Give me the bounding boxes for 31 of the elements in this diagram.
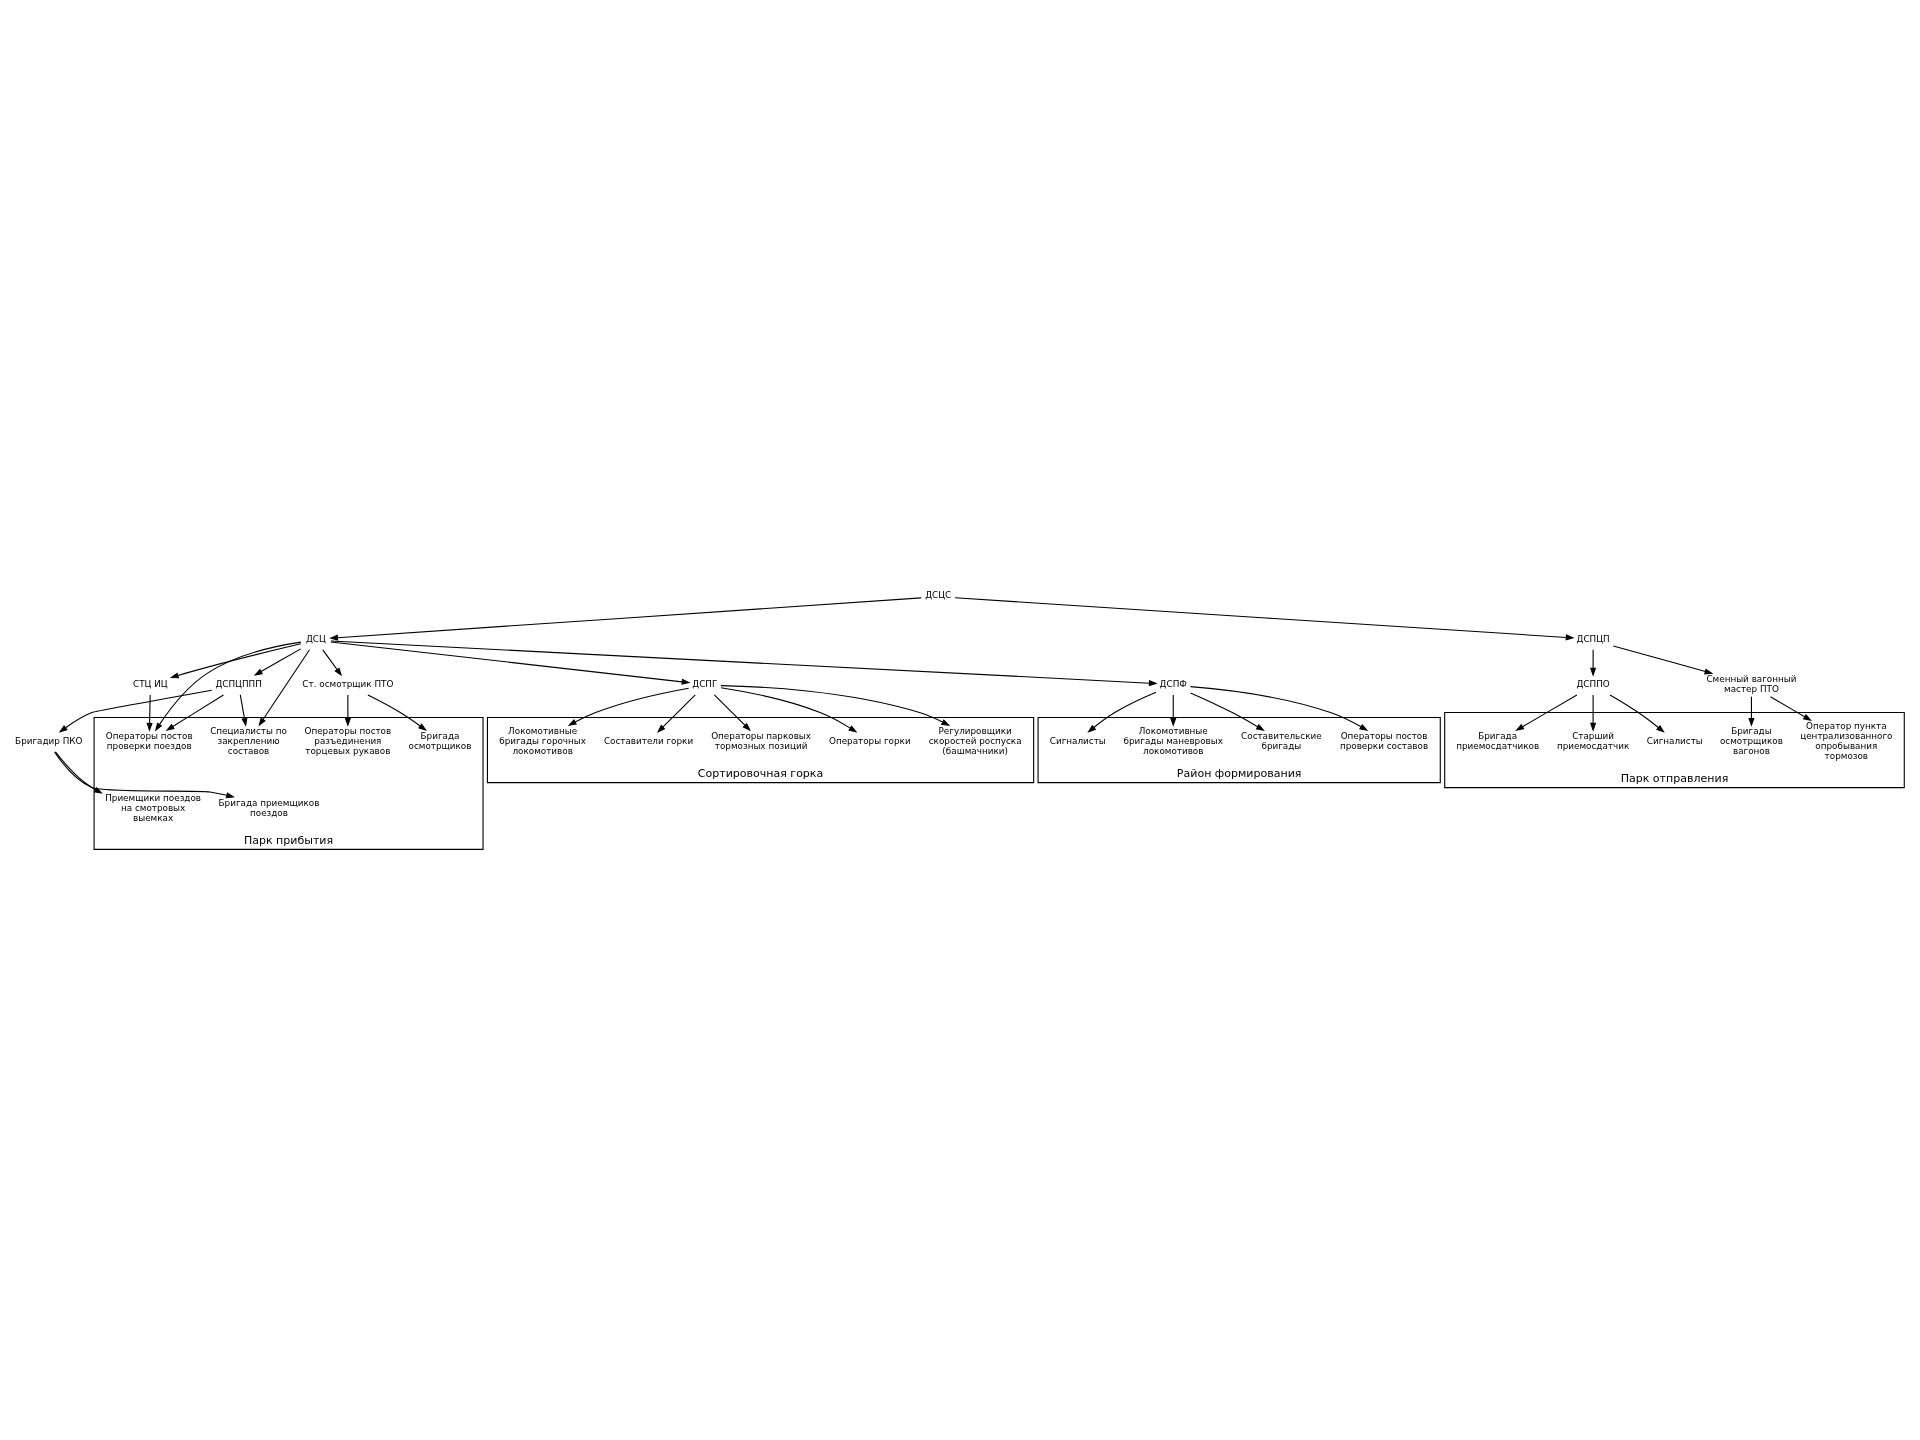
node-text: ДСППО [1576, 679, 1610, 690]
node-text: Составители горки [603, 735, 694, 746]
node-text: СТЦ ИЦ [133, 679, 168, 690]
node-text: Регулировщики скоростей роспуска (башмачники) [928, 725, 1022, 756]
node-text: Оператор пункта централизованного опробывания тормозов [1800, 720, 1893, 761]
node-text: Операторы постов проверки составов [1339, 730, 1429, 751]
node-text: Операторы постов проверки поездов [105, 730, 193, 751]
node-text: Ст. осмотрщик ПТО [302, 679, 394, 690]
node-text: Локомотивные бригады маневровых локомотивов [1123, 725, 1223, 756]
node-text: Сигналисты [1049, 735, 1106, 746]
node-text: Бригада приемосдатчиков [1456, 730, 1540, 751]
node-text: ДСПФ [1159, 679, 1187, 690]
node-text: ДСПГ [692, 679, 718, 690]
node-text: Операторы парковых тормозных позиций [711, 730, 812, 751]
node-text: Составительские бригады [1241, 730, 1322, 751]
node-text: Бригады осмотрщиков вагонов [1719, 725, 1783, 756]
node-text: ДСЦС [925, 590, 952, 601]
node-text: Сигналисты [1646, 735, 1703, 746]
node-text: ДСПЦППП [215, 679, 262, 690]
node-text: Локомотивные бригады горочных локомотивов [499, 725, 587, 756]
node-text: Бригада приемщиков поездов [218, 797, 320, 818]
node-text: ДСЦ [305, 633, 326, 644]
node-text: Операторы постов разъединения торцевых рукавов [304, 725, 392, 756]
node-text: Бригада осмотрщиков [408, 730, 472, 751]
node-text: Операторы горки [828, 735, 911, 746]
node-text: ДСПЦП [1576, 633, 1610, 644]
node-text: Бригадир ПКО [15, 735, 83, 746]
node-text: Сменный вагонный мастер ПТО [1706, 674, 1797, 695]
node-text: Специалисты по закреплению составов [210, 725, 287, 756]
node-text: Старший приемосдатчик [1556, 730, 1630, 751]
node-text: Приемщики поездов на смотровых выемках [105, 792, 202, 823]
